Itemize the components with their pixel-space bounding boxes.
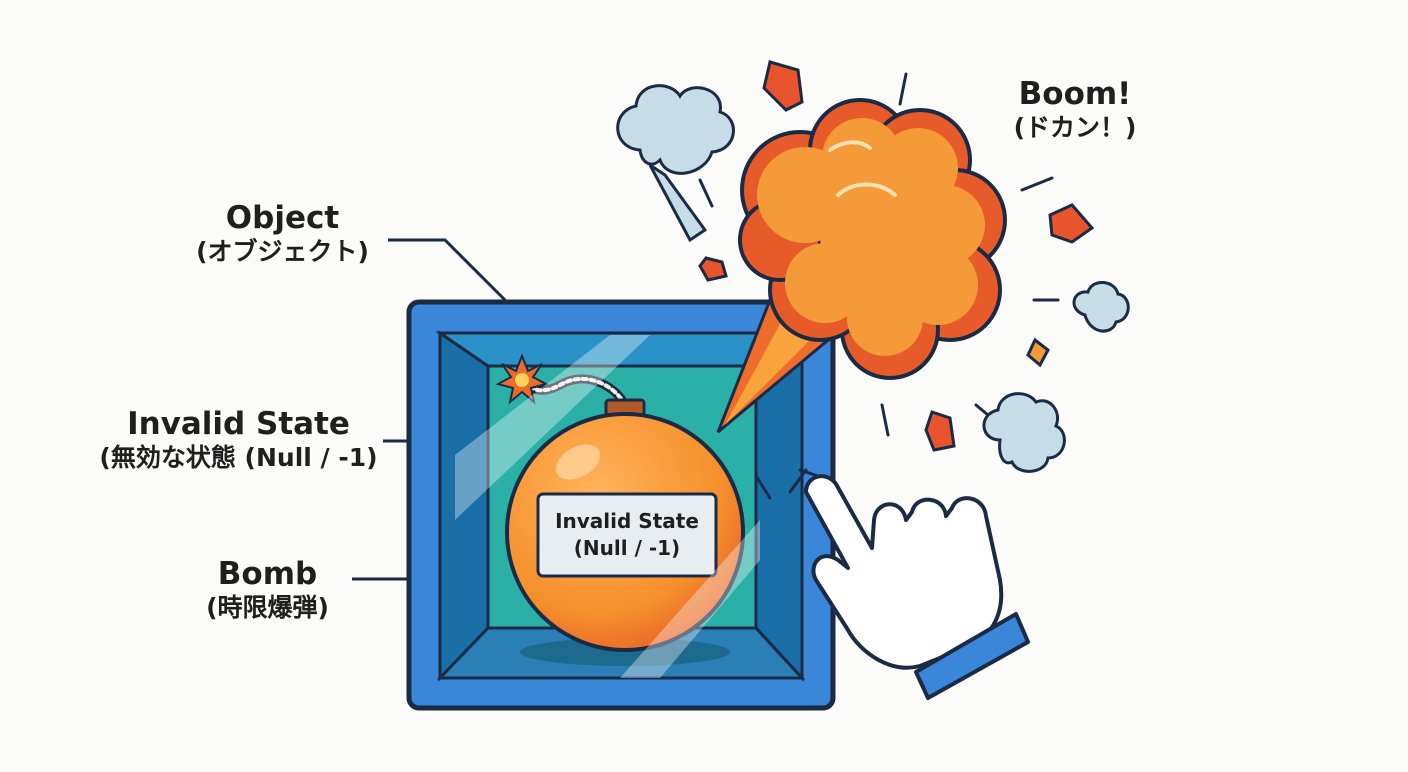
explosion-beam-core — [725, 315, 820, 425]
object-label-title: Object — [225, 200, 340, 236]
spark-icon — [495, 353, 549, 405]
smoke-cloud-right — [982, 392, 1066, 473]
bomb-label: Bomb (時限爆弾) — [180, 556, 355, 623]
invalid-state-label-subtitle: (無効な状態 (Null / -1) — [99, 443, 378, 473]
object-leader-line — [388, 238, 507, 302]
boom-label-title: Boom! — [1018, 76, 1132, 112]
glass-reflection — [455, 335, 760, 678]
smoke-cloud-left — [616, 84, 735, 175]
debris-piece — [1048, 203, 1095, 244]
explosion-icon — [738, 98, 1007, 380]
bomb-label-plate — [536, 492, 718, 578]
bomb-highlight — [555, 444, 601, 480]
invalid-state-label-title: Invalid State — [127, 406, 350, 442]
bomb-icon — [505, 374, 745, 666]
debris-piece — [1026, 337, 1050, 368]
hand-cuff — [914, 612, 1030, 700]
smoke-trail-left — [648, 163, 708, 243]
bomb-fuse-rope — [523, 376, 627, 407]
debris-piece — [698, 256, 728, 282]
boom-label-subtitle: (ドカン！) — [1013, 113, 1137, 143]
bomb-label-title: Bomb — [217, 556, 318, 592]
motion-lines — [698, 72, 1060, 500]
bomb-state-text: Invalid State (Null / -1) — [540, 496, 714, 574]
invalid-state-label: Invalid State (無効な状態 (Null / -1) — [76, 406, 401, 473]
hand-palm — [804, 474, 1004, 670]
debris-piece — [762, 60, 804, 112]
debris — [698, 60, 1095, 452]
boom-label: Boom! (ドカン！) — [1000, 76, 1150, 143]
debris-piece — [924, 410, 956, 452]
bomb-label-subtitle: (時限爆弾) — [206, 593, 329, 623]
smoke-icon — [616, 84, 1130, 473]
object-label-subtitle: (オブジェクト) — [196, 237, 369, 267]
bomb-state-line2: (Null / -1) — [573, 536, 681, 560]
bomb-state-line1: Invalid State — [555, 509, 699, 533]
smoke-cloud-right-small — [1072, 281, 1130, 333]
object-label: Object (オブジェクト) — [175, 200, 390, 267]
pointing-hand-icon — [804, 474, 1030, 700]
